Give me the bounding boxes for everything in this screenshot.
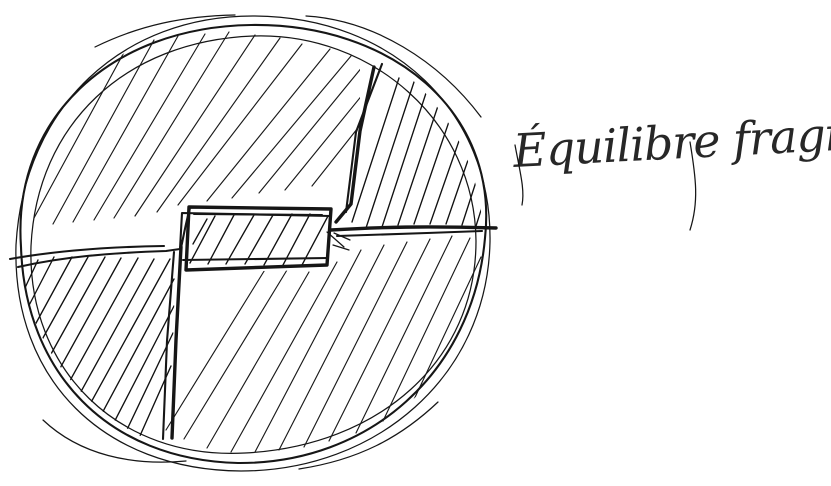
upper-left-light-hatching xyxy=(34,32,380,224)
sketch-caption: Équilibre fragile xyxy=(512,112,826,208)
balance-structure xyxy=(10,64,496,439)
circular-boundary xyxy=(16,15,490,471)
